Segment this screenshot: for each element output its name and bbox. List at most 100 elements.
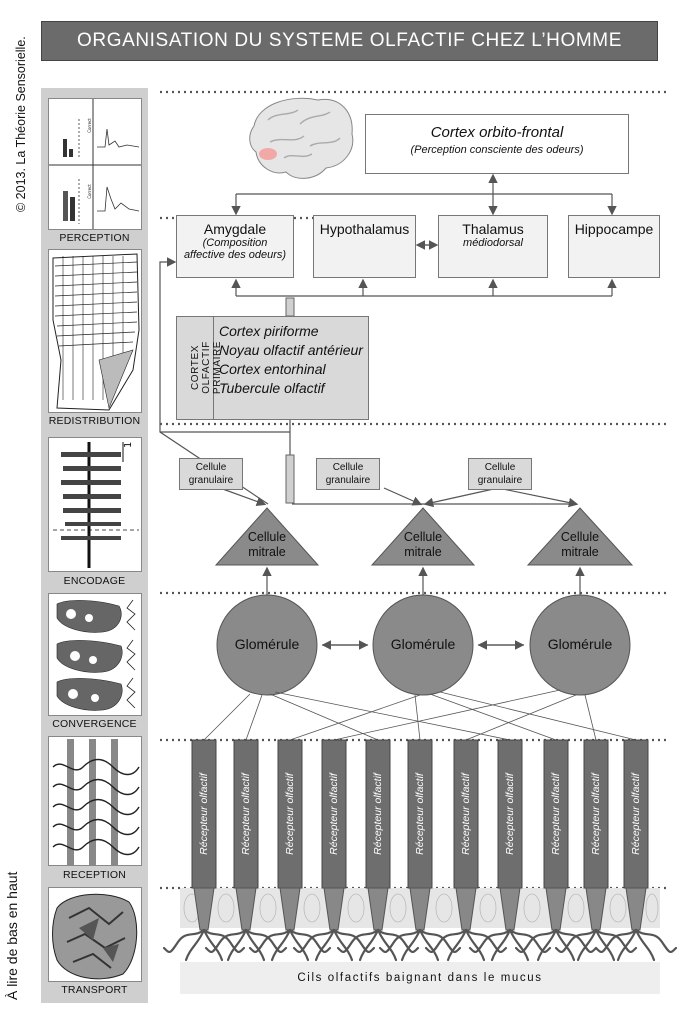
connector-line <box>383 487 423 506</box>
granular-cell-box: Cellule granulaire <box>468 458 532 490</box>
cell-label: granulaire <box>477 475 523 486</box>
cell-label: mitrale <box>404 545 442 559</box>
mitral-cell-shape <box>370 507 476 566</box>
olfactory-cilium <box>634 928 656 962</box>
olfactory-cilium <box>464 928 508 953</box>
cell-label: granulaire <box>325 475 371 486</box>
olfactory-cilium <box>508 928 530 962</box>
redistribution-thumbnail <box>48 249 142 413</box>
box-title: Cortex orbito-frontal <box>430 124 564 141</box>
receptor-label: Récepteur olfactif <box>328 773 340 855</box>
mitral-cell-label: Cellule mitrale <box>540 530 620 560</box>
receptor-dendrite <box>499 887 521 931</box>
connector-line <box>497 487 579 508</box>
receptor-dendrite <box>279 887 301 931</box>
page-title: ORGANISATION DU SYSTEME OLFACTIF CHEZ L’… <box>77 30 622 51</box>
receptor-dendrite <box>193 887 215 931</box>
olfactory-receptor-cell <box>583 739 609 889</box>
transport-thumbnail <box>48 887 142 982</box>
olfactory-cilium <box>288 928 332 953</box>
convergence-thumbnail <box>48 593 142 716</box>
olfactory-cilium <box>514 928 558 953</box>
olfactory-receptor-cell <box>191 739 217 889</box>
olfactory-cilium <box>248 928 292 953</box>
box-title: Amygdale <box>203 221 267 237</box>
brain-icon <box>249 97 354 179</box>
olfactory-tract <box>285 454 295 504</box>
receptor-label: Récepteur olfactif <box>550 773 562 855</box>
cell-label: Cellule <box>560 530 600 544</box>
olfactory-cilium <box>288 928 310 962</box>
amygdale-box: Amygdale (Composition affective des odeu… <box>176 215 294 278</box>
cell-label: mitrale <box>248 545 286 559</box>
olfactory-cilium <box>554 928 598 953</box>
olfactory-cilium <box>184 928 206 962</box>
granular-cell-box: Cellule granulaire <box>316 458 380 490</box>
primary-cortex-list: Cortex piriforme Noyau olfactif antérieu… <box>219 322 363 398</box>
receptor-dendrite <box>625 887 647 931</box>
olfactory-cilium <box>616 928 638 962</box>
cell-label: granulaire <box>188 475 234 486</box>
reception-thumbnail <box>48 736 142 866</box>
olfactory-cilium <box>358 928 380 962</box>
box-title: Hypothalamus <box>319 221 410 237</box>
orbitofrontal-cortex-box: Cortex orbito-frontal (Perception consci… <box>365 114 629 174</box>
olfactory-cilium <box>332 928 354 962</box>
cell-label: Cellule <box>195 462 227 473</box>
olfactory-cilium <box>418 928 440 962</box>
receptor-label: Récepteur olfactif <box>460 773 472 855</box>
receptor-dendrite <box>367 887 389 931</box>
mucus-band <box>180 962 660 994</box>
olfactory-receptor-cell <box>623 739 649 889</box>
olfactory-cilium <box>314 928 336 962</box>
glomerulus-shape <box>372 594 474 696</box>
glomerulus-shape <box>216 594 318 696</box>
stage-label-transport: TRANSPORT <box>61 984 128 996</box>
receptor-label: Récepteur olfactif <box>630 773 642 855</box>
olfactory-cilium <box>508 928 552 953</box>
olfactory-cilium <box>400 928 422 962</box>
hypothalamus-box: Hypothalamus <box>313 215 416 278</box>
mitral-cell-label: Cellule mitrale <box>383 530 463 560</box>
encodage-thumbnail: 1 sec <box>48 437 142 572</box>
olfactory-cilium <box>594 928 638 953</box>
glomerulus-label: Glomérule <box>547 636 613 652</box>
mucus-label: Cils olfactifs baignant dans le mucus <box>297 972 543 984</box>
olfactory-cilium <box>594 928 616 962</box>
cell-label: mitrale <box>561 545 599 559</box>
olfactory-cilium <box>634 928 678 953</box>
box-title: Thalamus <box>462 221 524 237</box>
receptor-label: Récepteur olfactif <box>590 773 602 855</box>
receptor-label: Récepteur olfactif <box>504 773 516 855</box>
receptor-label: Récepteur olfactif <box>414 773 426 855</box>
olfactory-receptor-cell <box>453 739 479 889</box>
olfactory-tract-top <box>285 297 295 317</box>
list-item: Cortex entorhinal <box>219 361 326 377</box>
cell-label: Cellule <box>247 530 287 544</box>
olfactory-cilium <box>424 928 468 953</box>
olfactory-cilium <box>270 928 292 962</box>
list-item: Cortex piriforme <box>219 323 319 339</box>
cell-label: Cellule <box>484 462 516 473</box>
stage-sidebar: Correct Correct PERCEPTION REDISTRIBUTIO… <box>41 88 148 1003</box>
stage-label-perception: PERCEPTION <box>59 232 130 244</box>
glomerulus-shape <box>529 594 631 696</box>
olfactory-cilium <box>554 928 598 953</box>
receptor-label: Récepteur olfactif <box>198 773 210 855</box>
box-subtitle: (Perception consciente des odeurs) <box>410 144 584 156</box>
olfactory-cilium <box>336 928 380 953</box>
olfactory-cilium <box>204 928 248 953</box>
olfactory-cilium <box>202 928 246 953</box>
stage-label-redistribution: REDISTRIBUTION <box>48 415 141 427</box>
olfactory-cilium <box>378 928 422 953</box>
olfactory-receptor-cell <box>365 739 391 889</box>
olfactory-cilium <box>576 928 598 962</box>
connector-line <box>219 487 267 507</box>
olfactory-cilium <box>292 928 336 953</box>
list-item: Tubercule olfactif <box>219 380 325 396</box>
granular-cell-box: Cellule granulaire <box>179 458 243 490</box>
cell-label: Cellule <box>403 530 443 544</box>
connector-line <box>423 487 499 508</box>
box-title: Hippocampe <box>574 221 654 237</box>
